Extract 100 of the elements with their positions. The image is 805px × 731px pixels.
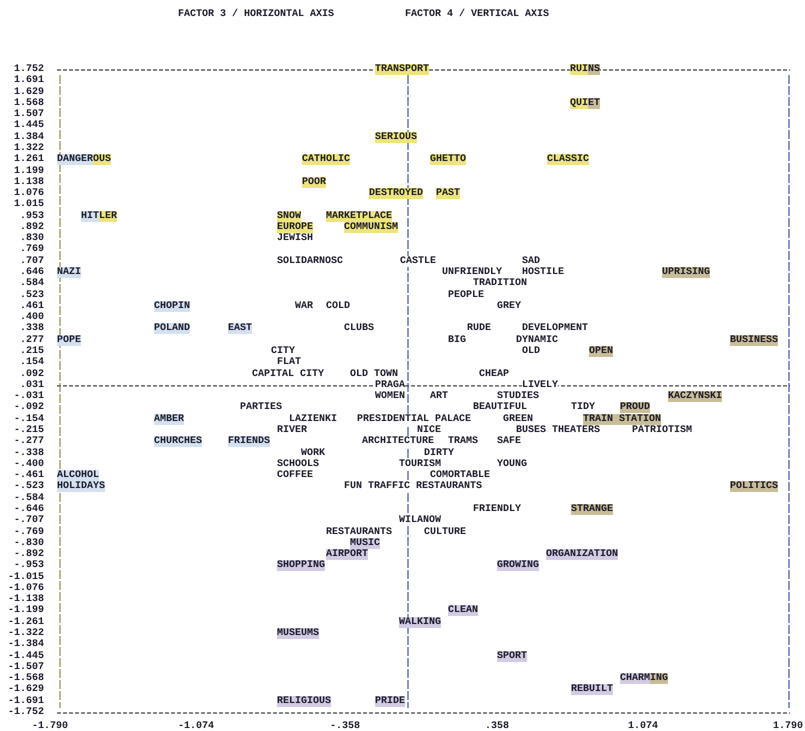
axis-tick-label: -.031 — [14, 391, 44, 402]
axis-tick-label: .830 — [20, 233, 44, 244]
point-label: COMMUNISM — [344, 222, 398, 233]
point-label: POPE — [57, 334, 82, 346]
axis-tick-label: -1.015 — [8, 572, 44, 583]
point-label: REBUILT — [571, 684, 614, 696]
axis-tick-label: .707 — [20, 256, 44, 267]
point-label: MUSIC — [350, 538, 380, 549]
point-label: GHETTO — [430, 154, 466, 166]
axis-tick-label: -1.322 — [8, 628, 44, 640]
axis-tick-label: -.953 — [14, 560, 44, 572]
axis-tick-label: -.646 — [14, 504, 44, 515]
axis-tick-label: 1.015 — [14, 199, 44, 210]
point-label: UPRISING — [662, 267, 710, 278]
point-label: PRIDE — [375, 696, 406, 707]
point-label: SNOW — [277, 210, 302, 222]
axis-tick-label: .400 — [20, 312, 44, 324]
axis-tick-label: -1.076 — [8, 582, 44, 594]
point-label: SPORT — [497, 650, 528, 662]
axis-tick-label: -.092 — [14, 402, 44, 414]
axis-tick-label: .953 — [20, 210, 44, 222]
axis-tick-label: 1.076 — [14, 188, 44, 200]
axis-tick-label: -1.261 — [8, 616, 44, 628]
axis-tick-label: .215 — [20, 346, 44, 358]
axis-tick-label: 1.691 — [14, 75, 44, 86]
point-label: EAST — [228, 323, 252, 334]
axis-tick-label: .892 — [20, 222, 44, 233]
axis-tick-label: .584 — [20, 278, 44, 290]
axis-tick-label: -1.790 — [32, 721, 68, 731]
point-label: POOR — [302, 176, 326, 188]
point-label: FUN TRAFFIC RESTAURANTS — [344, 481, 482, 492]
axis-tick-label: 1.568 — [14, 98, 44, 109]
point-label: RELIGIOUS — [277, 696, 332, 707]
axis-title: FACTOR 3 / HORIZONTAL AXIS — [178, 9, 334, 20]
point-label: HOLIDAYS — [57, 481, 106, 492]
point-label: QUIET — [570, 98, 600, 109]
axis-tick-label: .092 — [20, 368, 44, 380]
axis-tick-label: .461 — [20, 300, 44, 312]
axis-tick-label: -.707 — [14, 515, 44, 526]
axis-tick-label: 1.445 — [14, 120, 44, 132]
axis-tick-label: -.461 — [14, 470, 44, 482]
axis-tick-label: -.154 — [14, 414, 44, 425]
point-label: BUSINESS — [730, 334, 778, 346]
point-label: KACZYNSKI — [668, 391, 722, 402]
point-label: CASTLE — [400, 256, 436, 267]
point-label: AMBER — [154, 414, 184, 425]
axis-tick-label: -1.629 — [8, 684, 44, 696]
axis-title: FACTOR 4 / VERTICAL AXIS — [405, 9, 550, 20]
axis-tick-label: -.769 — [14, 526, 44, 538]
point-label: MUSEUMS — [277, 628, 320, 640]
point-label: WALKING — [399, 616, 442, 628]
point-label: CLEAN — [448, 605, 478, 616]
axis-tick-label: 1.322 — [14, 142, 44, 154]
axis-tick-label: .523 — [20, 290, 44, 301]
axis-tick-label: -1.384 — [8, 639, 44, 650]
axis-tick-label: -1.691 — [8, 696, 44, 707]
axis-tick-label: .154 — [20, 357, 44, 368]
axis-tick-label: -.892 — [14, 549, 44, 560]
axis-tick-label: 1.199 — [14, 166, 44, 177]
axis-tick-label: -.400 — [14, 458, 44, 470]
point-label: SHOPPING — [277, 560, 326, 572]
axis-tick-label: -1.507 — [8, 662, 44, 673]
axis-tick-label: -.277 — [14, 436, 44, 448]
axis-tick-label: -.523 — [14, 481, 44, 492]
axis-tick-label: 1.261 — [14, 154, 44, 166]
point-label: SERIOUS — [375, 132, 418, 143]
axis-tick-label: .646 — [20, 267, 44, 278]
axis-tick-label: .277 — [20, 334, 44, 346]
point-label: NAZI — [57, 267, 82, 278]
axis-tick-label: -1.568 — [8, 673, 44, 684]
axis-tick-label: -.338 — [14, 448, 44, 459]
point-label: OPEN — [589, 346, 614, 358]
point-label: DESTROYED — [369, 188, 424, 200]
axis-tick-label: 1.384 — [14, 132, 44, 143]
point-label: CLASSIC — [547, 154, 590, 166]
point-label: PROUD — [620, 402, 650, 414]
point-label: ARCHITECTURE — [362, 436, 434, 448]
point-label: POLAND — [154, 323, 190, 334]
point-label: MARKETPLACE — [326, 210, 392, 222]
point-label: CULTURE — [424, 526, 466, 538]
point-label: WILANOW — [399, 515, 442, 526]
point-label: STRANGE — [571, 504, 614, 515]
point-label: FRIENDS — [228, 436, 270, 448]
point-label: CHOPIN — [154, 300, 190, 312]
axis-tick-label: 1.629 — [14, 86, 44, 98]
axis-tick-label: 1.790 — [773, 721, 803, 731]
axis-tick-label: 1.074 — [628, 721, 658, 731]
point-label: RESTAURANTS — [326, 526, 392, 538]
axis-tick-label: -1.199 — [8, 605, 44, 616]
point-label: CHURCHES — [154, 436, 202, 448]
point-label: ALCOHOL — [57, 470, 100, 482]
point-label: EUROPE — [277, 222, 314, 233]
point-label: AIRPORT — [326, 549, 368, 560]
axis-tick-label: -.215 — [14, 424, 44, 436]
axis-tick-label: -.584 — [14, 492, 44, 504]
point-label: CHARMING — [620, 673, 668, 684]
point-label: POLITICS — [730, 481, 778, 492]
axis-tick-label: -.830 — [14, 538, 44, 549]
point-label: ORGANIZATION — [546, 549, 618, 560]
axis-tick-label: -.358 — [330, 721, 360, 731]
